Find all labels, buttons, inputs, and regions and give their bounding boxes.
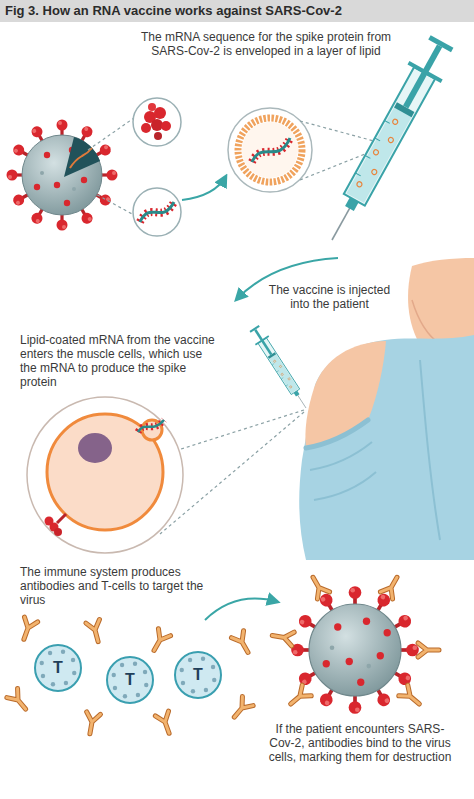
step-caption: The immune system produces antibodies an… (20, 565, 220, 607)
step-caption: The vaccine is injected into the patient (262, 283, 397, 311)
t-cell-granule (204, 688, 208, 692)
t-cell-granule (48, 651, 52, 655)
t-cell-granule (136, 693, 140, 697)
step-caption: Lipid-coated mRNA from the vaccine enter… (20, 333, 220, 389)
t-cell-letter: T (173, 666, 223, 684)
step-caption: If the patient encounters SARS-Cov-2, an… (265, 722, 455, 764)
t-cell-granule (191, 689, 195, 693)
t-cell: T (173, 650, 223, 700)
t-cell-granule (181, 681, 185, 685)
t-cell-granule (201, 657, 205, 661)
title-bar: Fig 3. How an RNA vaccine works against … (0, 0, 474, 22)
t-cell-letter: T (105, 671, 155, 689)
t-cell-granule (180, 668, 184, 672)
figure-title: Fig 3. How an RNA vaccine works against … (0, 0, 474, 22)
t-cell-granule (120, 663, 124, 667)
t-cell-granule (41, 674, 45, 678)
label-frame: If the patient encounters SARS-Cov-2, an… (265, 722, 455, 764)
t-cell: T (105, 655, 155, 705)
t-cell-granule (72, 671, 76, 675)
label-frame: Lipid-coated mRNA from the vaccine enter… (20, 333, 220, 389)
t-cell-granule (64, 681, 68, 685)
t-cell-granule (112, 673, 116, 677)
t-cell-granule (188, 658, 192, 662)
t-cell-granule (51, 682, 55, 686)
label-frame: The vaccine is injected into the patient (262, 283, 397, 311)
t-cell-granule (71, 658, 75, 662)
t-cell-granule (133, 662, 137, 666)
label-frame: The immune system produces antibodies an… (20, 565, 220, 607)
t-cell-granule (61, 650, 65, 654)
t-cell-granule (123, 694, 127, 698)
t-cell-letter: T (33, 659, 83, 677)
t-cell: T (33, 643, 83, 693)
t-cell-granule (144, 683, 148, 687)
label-frame: The mRNA sequence for the spike protein … (135, 30, 397, 58)
t-cell-granule (211, 665, 215, 669)
t-cell-granule (143, 670, 147, 674)
t-cell-granule (113, 686, 117, 690)
step-caption: The mRNA sequence for the spike protein … (135, 30, 397, 58)
t-cell-granule (212, 678, 216, 682)
t-cell-granule (40, 661, 44, 665)
